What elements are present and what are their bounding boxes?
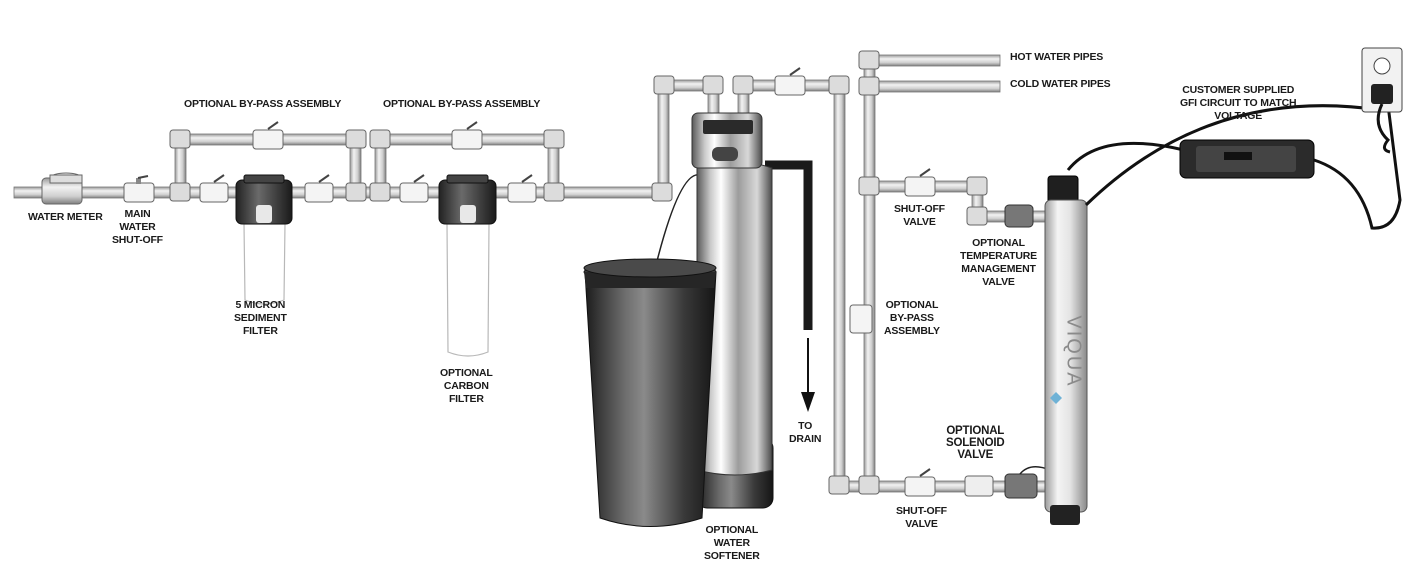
bypass-assembly-2 (369, 121, 565, 203)
carbon-filter-label: OPTIONAL CARBON FILTER (440, 367, 493, 406)
power-controller-icon (1084, 104, 1402, 230)
cold-water-pipes-label: COLD WATER PIPES (1010, 78, 1111, 90)
shutoff-bottom-label-line: SHUT-OFF (896, 505, 947, 517)
main-shutoff-valve-icon (123, 175, 155, 203)
shutoff-top-label-line: VALVE (903, 216, 936, 228)
carbon-filter-label-line: FILTER (448, 393, 484, 405)
gfi-circuit-label-line: VOLTAGE (1214, 110, 1263, 122)
main-water-line (13, 186, 665, 199)
temperature-valve-label-line: TEMPERATURE (960, 250, 1037, 262)
water-softener-label: OPTIONAL WATER SOFTENER (704, 524, 760, 563)
shutoff-bottom-label-line: VALVE (905, 518, 938, 530)
carbon-filter-label-line: CARBON (443, 380, 489, 392)
shutoff-top-label-line: SHUT-OFF (894, 203, 945, 215)
temperature-valve-label: OPTIONAL TEMPERATURE MANAGEMENT VALVE (960, 237, 1037, 289)
bypass-assembly-1 (169, 121, 367, 203)
bypass-vertical-label-line: OPTIONAL (885, 299, 939, 311)
shutoff-top-label: SHUT-OFF VALVE (894, 203, 945, 229)
sediment-filter-label: 5 MICRON SEDIMENT FILTER (234, 299, 287, 338)
bypass-vertical-label: OPTIONAL BY-PASS ASSEMBLY (884, 299, 940, 338)
gfi-circuit-label: CUSTOMER SUPPLIED GFI CIRCUIT TO MATCH V… (1180, 84, 1297, 123)
temperature-valve-label-line: VALVE (982, 276, 1015, 288)
temperature-valve-icon (1004, 204, 1034, 228)
bypass-1-label: OPTIONAL BY-PASS ASSEMBLY (184, 98, 342, 110)
viqua-logo: VIQUA (1062, 315, 1085, 388)
bypass-2-label: OPTIONAL BY-PASS ASSEMBLY (383, 98, 541, 110)
main-shutoff-label-line: SHUT-OFF (112, 234, 163, 246)
uv-chamber-icon (1044, 141, 1185, 525)
softener-tank-icon (655, 112, 774, 509)
wall-outlet-icon (1361, 47, 1403, 154)
main-shutoff-label-line: MAIN (124, 208, 151, 220)
softener-piping (651, 67, 850, 491)
gfi-circuit-label-line: GFI CIRCUIT TO MATCH (1180, 97, 1297, 109)
temperature-valve-label-line: MANAGEMENT (961, 263, 1036, 275)
solenoid-valve-icon (964, 466, 1051, 499)
solenoid-valve-label-line: OPTIONAL (946, 425, 1005, 437)
carbon-filter-icon (438, 174, 497, 357)
water-softener-label-line: WATER (713, 537, 750, 549)
gate-valve-icon (904, 168, 936, 497)
water-softener-label-line: OPTIONAL (705, 524, 759, 536)
carbon-filter-label-line: OPTIONAL (440, 367, 493, 379)
main-shutoff-label-line: WATER (119, 221, 156, 233)
main-shutoff-label: MAIN WATER SHUT-OFF (112, 208, 163, 247)
sediment-filter-icon (235, 174, 293, 305)
sediment-filter-label-line: SEDIMENT (234, 312, 287, 324)
to-drain-label-line: DRAIN (789, 433, 822, 445)
brine-tank-icon (583, 258, 717, 527)
solenoid-valve-label: OPTIONAL SOLENOID VALVE (946, 425, 1005, 461)
solenoid-valve-label-line: SOLENOID (946, 437, 1005, 449)
hot-water-pipes-label: HOT WATER PIPES (1010, 51, 1104, 63)
water-softener-label-line: SOFTENER (704, 550, 760, 562)
bypass-vertical-label-line: BY-PASS (889, 312, 934, 324)
shutoff-bottom-label: SHUT-OFF VALVE (896, 505, 947, 531)
to-drain-label-line: TO (798, 420, 813, 432)
drain-arrow-icon (765, 160, 815, 412)
sediment-filter-label-line: FILTER (242, 325, 278, 337)
sediment-filter-label-line: 5 MICRON (235, 299, 286, 311)
solenoid-valve-label-line: VALVE (957, 449, 994, 461)
bypass-vertical-label-line: ASSEMBLY (884, 325, 940, 337)
to-drain-label: TO DRAIN (789, 420, 821, 446)
water-meter-icon (41, 172, 83, 205)
temperature-valve-label-line: OPTIONAL (972, 237, 1025, 249)
water-meter-label: WATER METER (28, 211, 103, 223)
gfi-circuit-label-line: CUSTOMER SUPPLIED (1182, 84, 1295, 96)
